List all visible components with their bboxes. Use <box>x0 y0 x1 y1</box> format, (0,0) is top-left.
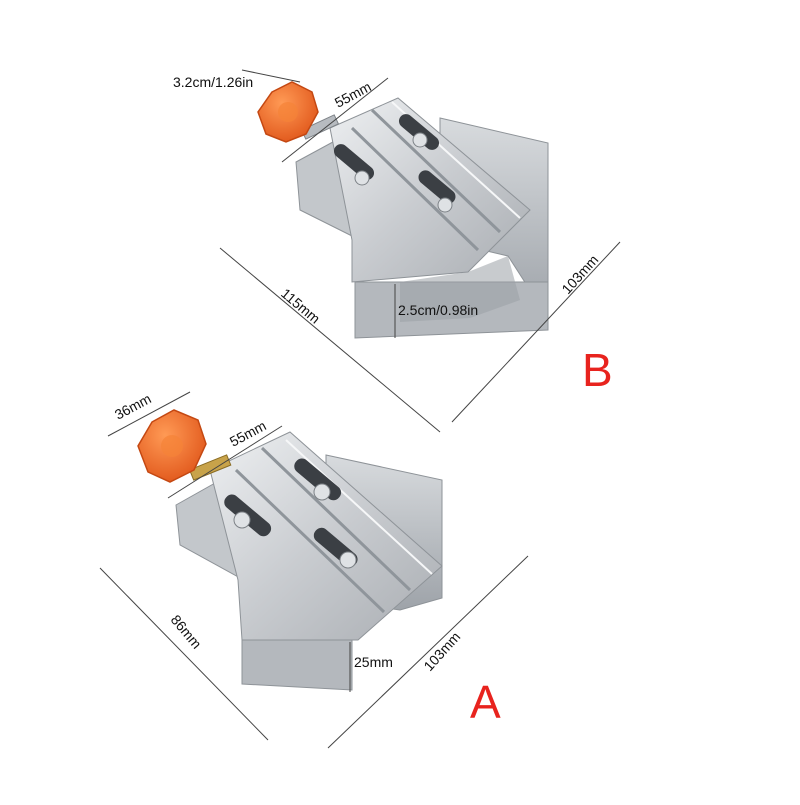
clamp-a-dimension-lines <box>99 391 529 749</box>
clamp-b-right-dimension: 103mm <box>558 252 601 297</box>
clamp-a-left-dimension: 86mm <box>168 612 205 652</box>
clamp-a-height-dimension: 25mm <box>354 654 393 670</box>
clamp-a-right-dimension: 103mm <box>420 629 463 674</box>
clamp-b-diagonal-dimension: 115mm <box>278 285 323 327</box>
clamp-b-illustration <box>257 81 549 339</box>
clamp-b-dimension-lines <box>219 69 621 433</box>
clamp-a-knob-dimension: 36mm <box>112 390 154 422</box>
clamp-a-illustration <box>137 409 443 691</box>
clamp-b-height-dimension: 2.5cm/0.98in <box>398 302 478 318</box>
variant-label-a: A <box>470 676 501 728</box>
clamp-b-knob-dimension: 3.2cm/1.26in <box>173 74 253 90</box>
variant-label-b: B <box>582 344 613 396</box>
